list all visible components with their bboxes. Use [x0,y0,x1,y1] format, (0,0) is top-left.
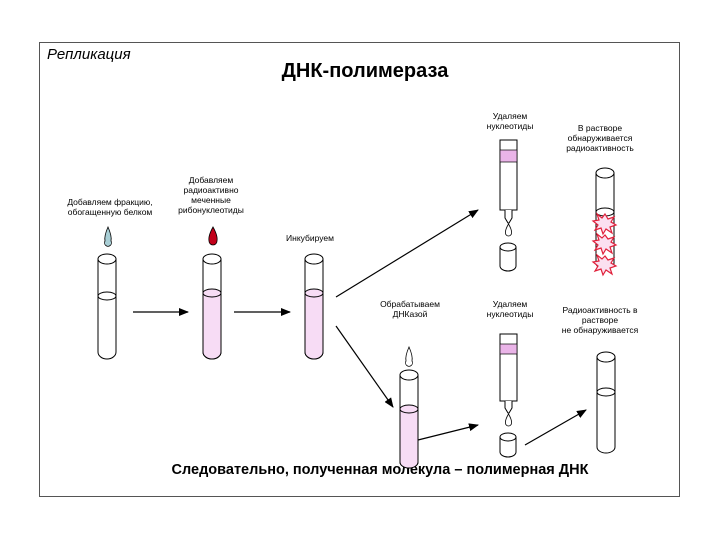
label-remove-nucleotides-top: Удаляем нуклеотиды [486,111,534,132]
label-remove-nucleotides-bottom: Удаляем нуклеотиды [486,299,534,320]
label-radioactivity-found: В растворе обнаруживается радиоактивност… [566,123,634,154]
test-tube-2 [202,253,222,360]
arrow-to-final-tube [524,409,587,446]
diagram-frame [39,42,680,497]
diagram-title: ДНК-полимераза [281,60,449,82]
test-tube-1 [97,253,117,360]
collection-tube-bottom [499,432,517,458]
test-tube-final [596,351,616,454]
topic-tag: Репликация [47,46,131,63]
radioactivity-burst-icon [591,212,618,277]
radioactive-drop-icon [208,226,218,246]
arrow-to-filter-top [335,209,479,298]
label-add-radioactive: Добавляем радиоактивно меченные рибонукл… [178,175,244,216]
arrow-to-dnase [335,325,394,408]
filter-column-bottom [499,333,518,427]
filter-column-top [499,139,518,237]
collection-tube-top [499,242,517,272]
label-radioactivity-absent: Радиоактивность в растворе не обнаружива… [561,305,639,336]
label-add-fraction: Добавляем фракцию, обогащенную белком [67,197,153,218]
label-treat-dnase: Обрабатываем ДНКазой [380,299,440,320]
arrow-to-filter-bottom [417,423,479,441]
test-tube-dnase [399,369,419,469]
dnase-drop-icon [405,346,413,367]
label-incubate: Инкубируем [286,233,334,243]
test-tube-3 [304,253,324,360]
conclusion-text: Следовательно, полученная молекула – пол… [171,462,589,478]
protein-drop-icon [104,226,112,247]
